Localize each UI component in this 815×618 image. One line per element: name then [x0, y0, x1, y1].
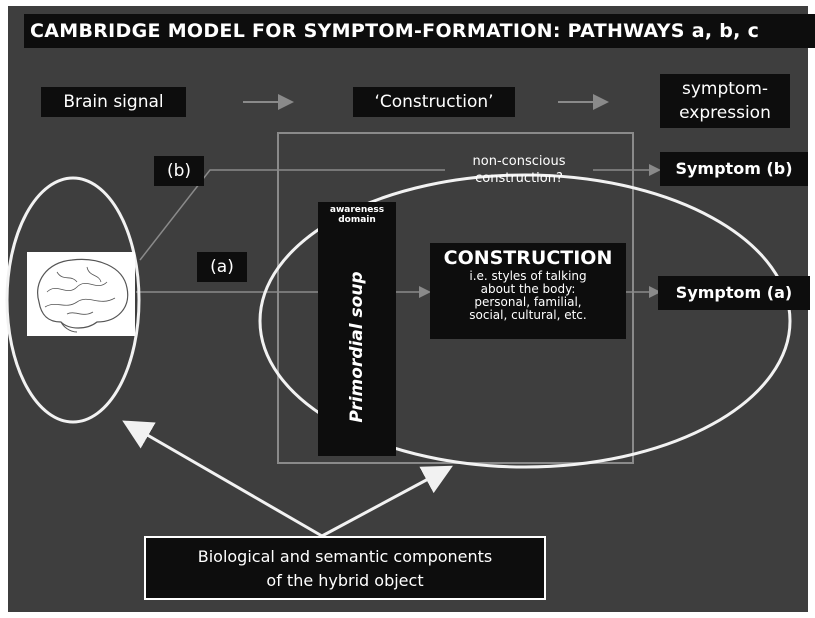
biological-oval: [5, 176, 141, 424]
construction-heading: CONSTRUCTION: [443, 247, 613, 269]
header-brain-signal: Brain signal: [41, 87, 186, 117]
header-expression-line1: symptom-: [681, 79, 769, 99]
pathway-b-label: (b): [154, 156, 204, 186]
header-symptom-expression: symptom- expression: [660, 74, 790, 128]
caption-line2: of the hybrid object: [266, 571, 424, 590]
construction-line1: i.e. styles of talking: [469, 269, 587, 283]
caption-line1: Biological and semantic components: [197, 547, 493, 566]
brain-image: [27, 252, 135, 336]
non-conscious-line2: construction?: [475, 171, 563, 186]
pathway-b-line: [139, 169, 445, 261]
header-construction: ‘Construction’: [353, 87, 515, 117]
construction-box: CONSTRUCTION i.e. styles of talking abou…: [430, 243, 626, 339]
symptom-a-box: Symptom (a): [658, 276, 810, 310]
construction-line2: about the body:: [480, 282, 576, 296]
pathway-a-label: (a): [197, 252, 247, 282]
awareness-domain-bar: awareness domain Primordial soup: [318, 202, 396, 456]
diagram-title: CAMBRIDGE MODEL FOR SYMPTOM-FORMATION: P…: [24, 14, 815, 48]
non-conscious-construction-label: non-conscious construction?: [445, 150, 593, 190]
hybrid-object-caption: Biological and semantic components of th…: [144, 536, 546, 600]
awareness-line1: awareness: [329, 205, 385, 215]
non-conscious-line1: non-conscious: [472, 154, 566, 169]
construction-line4: social, cultural, etc.: [469, 308, 587, 322]
caption-arrow-right: [321, 465, 453, 538]
awareness-domain-label: awareness domain: [318, 205, 396, 225]
awareness-line2: domain: [338, 215, 376, 225]
construction-line3: personal, familial,: [474, 295, 582, 309]
symptom-b-box: Symptom (b): [660, 152, 808, 186]
semantic-oval: [258, 173, 792, 469]
brain-sketch-icon: [37, 258, 129, 333]
construction-description: i.e. styles of talking about the body: p…: [430, 270, 626, 322]
caption-arrow-left: [122, 420, 323, 538]
primordial-soup-label: Primordial soup: [347, 271, 367, 423]
header-expression-line2: expression: [679, 103, 771, 123]
